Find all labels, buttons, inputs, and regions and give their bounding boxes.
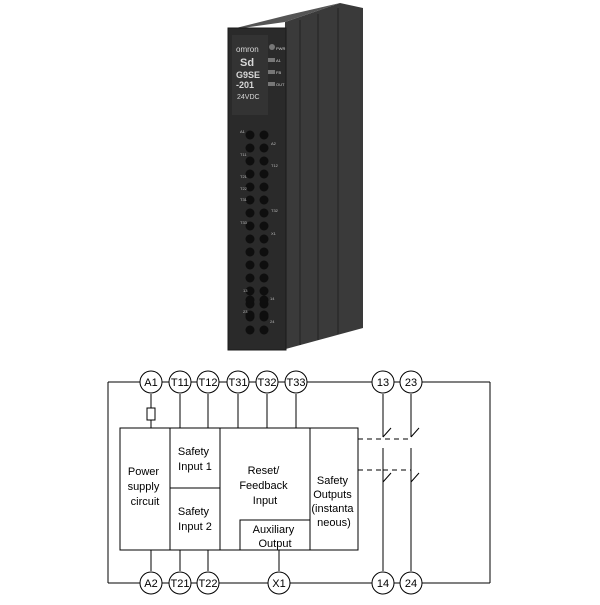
terminal-14-label: 14 xyxy=(377,578,389,590)
terminal-screw-hole xyxy=(259,295,269,305)
terminal-t33-label: T33 xyxy=(287,377,306,389)
terminal-screw-hole xyxy=(245,295,255,305)
terminal-screw-hole xyxy=(259,169,269,179)
terminal-screw-hole xyxy=(259,286,269,296)
terminal-a2-circle xyxy=(139,571,163,595)
terminal-screw-hole xyxy=(259,156,269,166)
terminal-t12-circle xyxy=(196,370,220,394)
terminal-t32-circle xyxy=(255,370,279,394)
device-terminal-label: A1 xyxy=(240,129,246,134)
device-terminal-label: 14 xyxy=(270,296,275,301)
terminal-screw-hole xyxy=(259,325,269,335)
terminals-top: A1 T11 T12 T31 T32 T33 13 23 xyxy=(139,370,423,394)
model-label-1: G9SE xyxy=(236,70,260,80)
terminal-screw-hole xyxy=(245,247,255,257)
terminal-t33-circle xyxy=(284,370,308,394)
terminal-14-circle xyxy=(371,571,395,595)
terminal-13-circle xyxy=(371,370,395,394)
terminal-screw-hole xyxy=(259,247,269,257)
terminal-t21-circle xyxy=(168,571,192,595)
terminal-screw-hole xyxy=(259,234,269,244)
terminal-screw-hole xyxy=(259,310,269,320)
terminal-screw-hole xyxy=(245,182,255,192)
terminal-24-label: 24 xyxy=(405,578,417,590)
terminal-screw-hole xyxy=(259,195,269,205)
terminal-screw-hole xyxy=(245,130,255,140)
terminal-screw-hole xyxy=(245,286,255,296)
terminal-13-label: 13 xyxy=(377,377,389,389)
terminal-screw-hole xyxy=(245,169,255,179)
model-label-2: -201 xyxy=(236,80,254,90)
terminal-block xyxy=(245,130,269,335)
terminal-23-circle xyxy=(399,370,423,394)
terminal-screw-hole xyxy=(245,143,255,153)
indicator-pwr: PWR xyxy=(276,46,285,51)
device-terminal-label: T31 xyxy=(240,197,248,202)
terminal-screw-hole xyxy=(259,143,269,153)
indicator-out: OUT xyxy=(276,82,285,87)
svg-text:Sd: Sd xyxy=(240,57,254,69)
power-supply-label: Power supply circuit xyxy=(128,466,163,508)
terminal-screw-hole xyxy=(259,273,269,283)
device-terminal-label: T22 xyxy=(240,186,248,191)
terminal-t22-label: T22 xyxy=(199,578,218,590)
auxiliary-output-label: Auxiliary Output xyxy=(253,524,298,550)
terminal-screw-hole xyxy=(245,195,255,205)
terminal-t32-label: T32 xyxy=(258,377,277,389)
terminal-t11-circle xyxy=(168,370,192,394)
device-terminal-label: T12 xyxy=(271,163,279,168)
device-terminal-label: T33 xyxy=(240,220,248,225)
terminal-screw-hole xyxy=(245,273,255,283)
indicator-lamps: PWR A1 FB OUT xyxy=(268,44,285,87)
device-terminal-label: 24 xyxy=(270,319,275,324)
brand-label: omron xyxy=(236,45,259,54)
safety-outputs-label: Safety Outputs (instanta neous) xyxy=(311,475,356,529)
device-terminal-label: T11 xyxy=(240,152,247,157)
block-labels: Power supply circuit Safety Input 1 Safe… xyxy=(128,446,356,550)
terminal-screw-hole xyxy=(245,310,255,320)
terminal-t12-label: T12 xyxy=(199,377,218,389)
terminal-t22-circle xyxy=(196,571,220,595)
terminal-screw-hole xyxy=(245,156,255,166)
terminal-a1-label: A1 xyxy=(144,377,157,389)
terminal-a2-label: A2 xyxy=(144,578,157,590)
terminal-screw-hole xyxy=(259,260,269,270)
terminal-t21-label: T21 xyxy=(171,578,190,590)
indicator-fb: FB xyxy=(276,70,281,75)
terminals-bottom: A2 T21 T22 X1 14 24 xyxy=(139,571,423,595)
terminal-a1-circle xyxy=(139,370,163,394)
terminal-screw-hole xyxy=(259,208,269,218)
terminal-t31-circle xyxy=(226,370,250,394)
terminal-screw-hole xyxy=(245,234,255,244)
device-terminal-label: A2 xyxy=(271,141,277,146)
terminal-x1-circle xyxy=(267,571,291,595)
device-terminal-label: T32 xyxy=(271,208,279,213)
terminal-screw-hole xyxy=(245,208,255,218)
terminal-screw-hole xyxy=(245,260,255,270)
device-terminal-label: 13 xyxy=(243,288,248,293)
terminal-screw-hole xyxy=(245,325,255,335)
reset-feedback-label: Reset/ Feedback Input xyxy=(239,465,290,507)
device-terminal-label: 23 xyxy=(243,309,248,314)
voltage-label: 24VDC xyxy=(237,94,260,101)
terminal-x1-label: X1 xyxy=(272,578,285,590)
terminal-t31-label: T31 xyxy=(229,377,248,389)
terminal-t11-label: T11 xyxy=(171,377,189,389)
terminal-screw-hole xyxy=(259,182,269,192)
terminal-screw-hole xyxy=(245,221,255,231)
device-terminal-label: T21 xyxy=(240,174,248,179)
safety-input-2-label: Safety Input 2 xyxy=(178,506,212,533)
terminal-screw-hole xyxy=(259,221,269,231)
terminal-23-label: 23 xyxy=(405,377,417,389)
wiring-diagram xyxy=(107,381,491,584)
device-terminal-label: X1 xyxy=(271,231,277,236)
indicator-a1: A1 xyxy=(276,58,282,63)
terminal-24-circle xyxy=(399,571,423,595)
terminal-screw-hole xyxy=(259,130,269,140)
safety-input-1-label: Safety Input 1 xyxy=(178,446,212,473)
relay-device-photo: omron Sd G9SE -201 24VDC PWR A1 FB OUT A… xyxy=(227,3,363,351)
